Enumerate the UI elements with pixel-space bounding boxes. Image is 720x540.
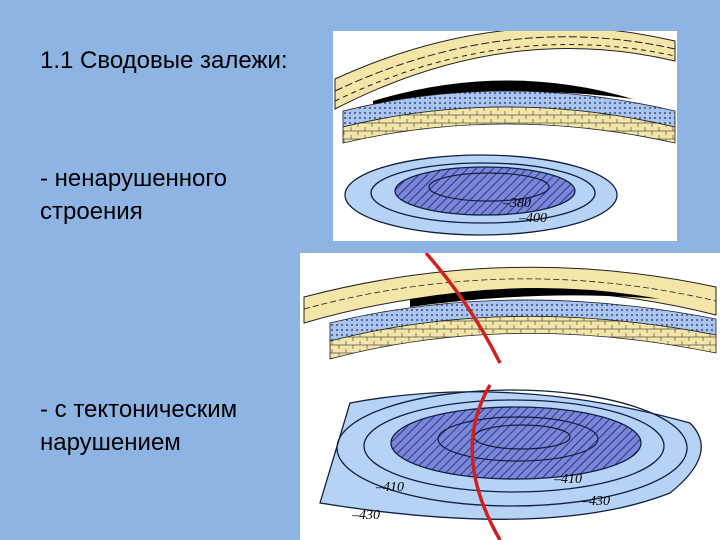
contour-label-380: –380 — [502, 196, 531, 211]
upper-strata — [334, 31, 676, 110]
figure-undisturbed: –380 –400 — [333, 31, 677, 241]
contour-label-left-410: –410 — [375, 480, 404, 495]
fault-line-upper — [424, 253, 502, 364]
item-tectonic: - с тектоническим нарушением — [40, 396, 238, 456]
fault-line-lower — [470, 384, 502, 540]
lower-strata — [342, 106, 676, 144]
deposit-area — [390, 406, 642, 480]
contour-label-left-430: –430 — [351, 508, 380, 523]
contour-label-400: –400 — [518, 211, 547, 226]
slide-title: 1.1 Сводовые залежи: — [40, 47, 288, 74]
item-undisturbed: - ненарушенного строения — [40, 165, 227, 225]
figure-undisturbed-svg: –380 –400 — [334, 31, 676, 236]
figure-tectonic: –410 –430 –410 –430 — [300, 253, 720, 540]
oil-layer — [373, 80, 633, 111]
oil-layer — [410, 288, 660, 307]
contour-label-right-430: –430 — [581, 494, 610, 509]
lower-strata — [329, 316, 717, 360]
deposit-area — [394, 166, 576, 216]
contour-label-right-410: –410 — [553, 472, 582, 487]
figure-tectonic-svg: –410 –430 –410 –430 — [303, 253, 717, 540]
